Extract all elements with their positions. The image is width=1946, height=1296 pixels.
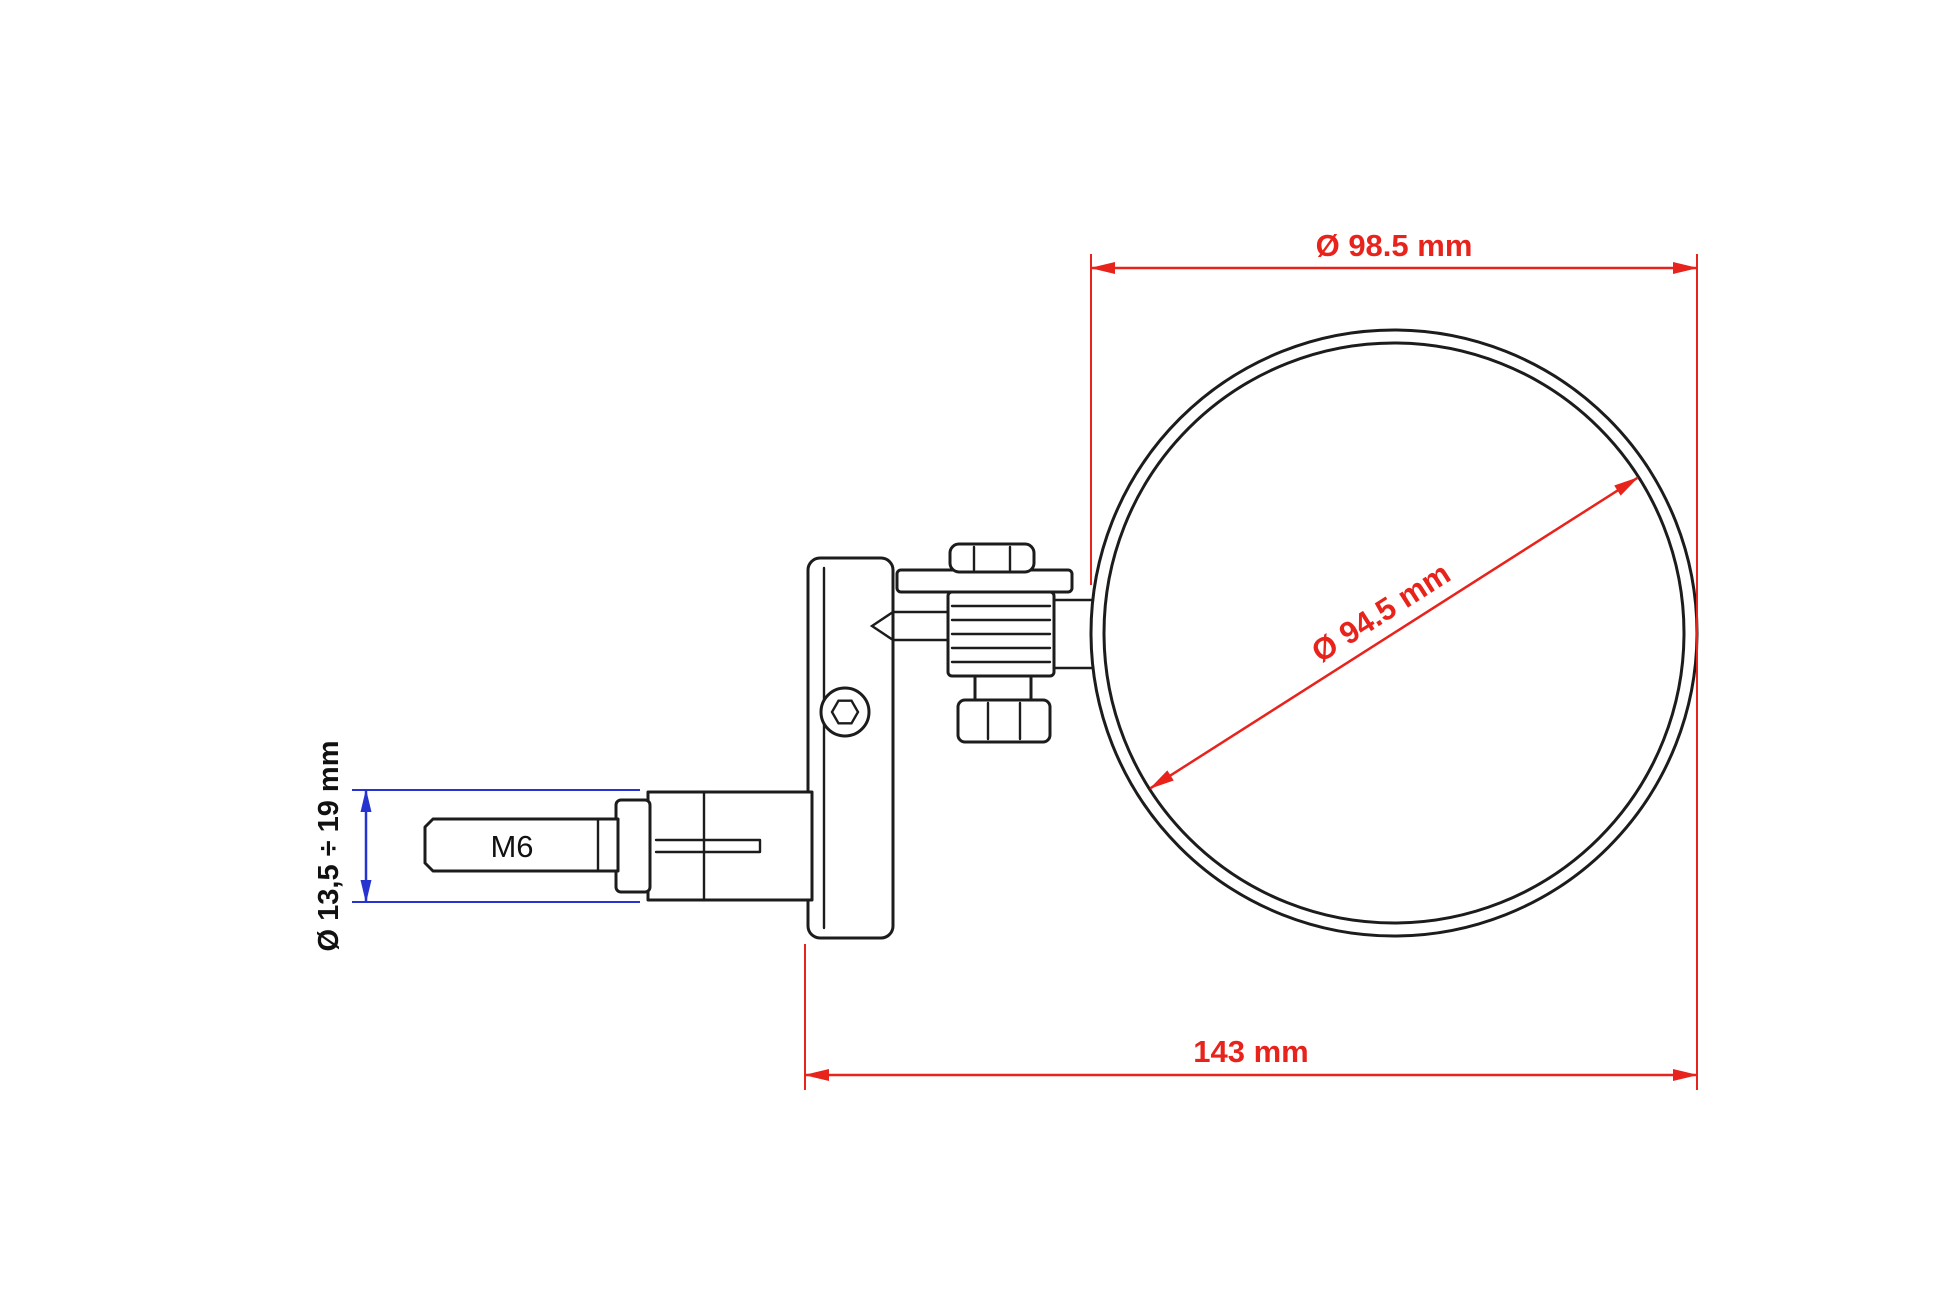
dim-label-clamp-range: Ø 13,5 ÷ 19 mm [313, 741, 345, 952]
hinge-clamp [819, 542, 1074, 744]
clamp-jaw-slot [869, 610, 950, 642]
expander-sleeve [646, 790, 814, 902]
clamp-nut-facets [986, 701, 1022, 741]
clamp-nut [956, 698, 1052, 744]
dimension-overall-length: 143 mm [804, 944, 1698, 1090]
mirror-glass-edge [1102, 341, 1686, 925]
dim-label-mirror-diameter: Ø 94.5 mm [1305, 555, 1456, 669]
bolt-thread-label: M6 [490, 829, 533, 864]
mirror-mount-boss [1052, 598, 1095, 670]
dim-line-diagonal [1149, 476, 1639, 790]
dim-label-outer-diameter: Ø 98.5 mm [1316, 228, 1473, 263]
clamp-serrations [950, 604, 1052, 664]
hinge-bolt-head-facets [972, 545, 1012, 572]
washer [614, 798, 652, 894]
dim-label-overall-length: 143 mm [1193, 1034, 1308, 1069]
mount-body [806, 556, 895, 940]
expander-slot [654, 838, 762, 854]
dimension-mirror-diameter: Ø 94.5 mm [1149, 476, 1639, 790]
pivot-screw [819, 686, 871, 738]
dimension-clamp-range: Ø 13,5 ÷ 19 mm [313, 741, 640, 952]
bolt-shaft [423, 817, 620, 873]
expander-assembly: M6 [423, 790, 814, 902]
dimension-outer-diameter: Ø 98.5 mm [1090, 228, 1698, 1090]
hinge-bolt-head [948, 542, 1036, 574]
pivot-screw-hex-socket [830, 699, 860, 725]
clamp-neck [973, 674, 1033, 704]
mount-body-outline [806, 556, 895, 940]
